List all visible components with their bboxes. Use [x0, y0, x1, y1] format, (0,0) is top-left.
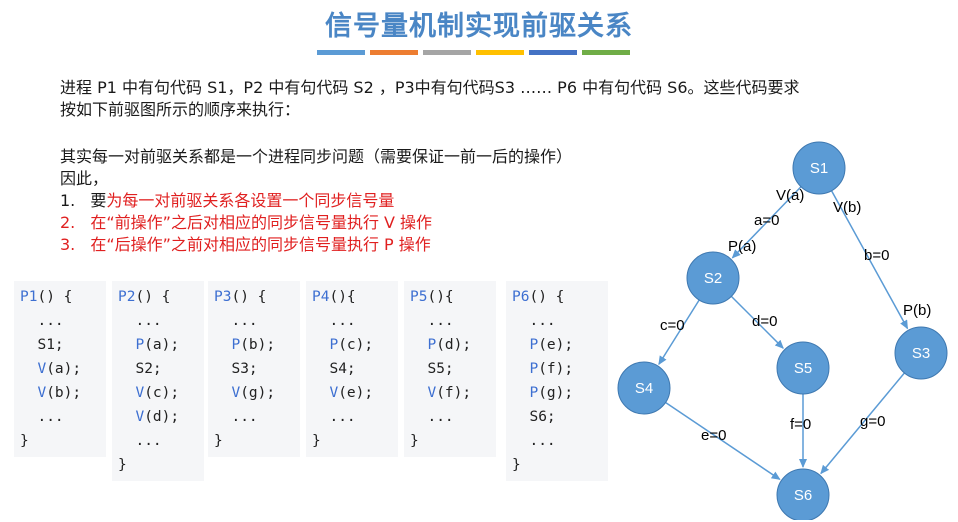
code-block-p1: P1() { ... S1; V(a); V(b); ...}	[14, 281, 106, 457]
code-block-p5: P5(){ ... P(d); S5; V(f); ...}	[404, 281, 496, 457]
edge-label-va: V(a)	[776, 187, 804, 204]
code-line: }	[118, 457, 127, 473]
code-line: V(e);	[329, 385, 374, 401]
code-line: ...	[410, 313, 454, 329]
node-s2	[686, 251, 740, 305]
code-line: ...	[512, 433, 556, 449]
edge-s2-s5	[730, 295, 784, 349]
edge-label-f0: f=0	[790, 416, 811, 433]
list-item-2: 2. 在“前操作”之后对相应的同步信号量执行 V 操作	[60, 213, 433, 232]
code-line: P6() {	[512, 289, 565, 305]
code-line: ...	[214, 409, 258, 425]
code-line: ...	[20, 313, 64, 329]
code-line: P3() {	[214, 289, 267, 305]
node-label-s1: S1	[810, 160, 828, 177]
explain-line-2: 因此，	[60, 169, 109, 188]
title-underline-bars	[317, 50, 630, 55]
list-item-3: 3. 在“后操作”之前对相应的同步信号量执行 P 操作	[60, 235, 431, 254]
edge-label-c0: c=0	[660, 317, 685, 334]
code-line: V(f);	[427, 385, 472, 401]
code-line: V(d);	[135, 409, 180, 425]
code-line: S5;	[410, 361, 454, 377]
edge-label-vb: V(b)	[833, 199, 861, 216]
code-line: V(a);	[37, 361, 82, 377]
edge-label-e0: e=0	[701, 427, 726, 444]
code-line: S6;	[512, 409, 556, 425]
edge-label-pa: P(a)	[728, 238, 756, 255]
code-line: ...	[512, 313, 556, 329]
code-block-p6: P6() { ... P(e); P(f); P(g); S6; ...}	[506, 281, 608, 481]
code-block-p2: P2() { ... P(a); S2; V(c); V(d); ...}	[112, 281, 204, 481]
node-s3	[894, 326, 948, 380]
code-line: ...	[410, 409, 454, 425]
code-line: S2;	[118, 361, 162, 377]
edge-label-d0: d=0	[752, 313, 777, 330]
node-label-s5: S5	[794, 360, 812, 377]
node-label-s4: S4	[635, 380, 653, 397]
edge-s1-s3	[830, 190, 909, 330]
code-line: V(b);	[37, 385, 82, 401]
edge-label-pb: P(b)	[903, 302, 931, 319]
code-line: P(b);	[231, 337, 276, 353]
edge-s3-s6	[820, 372, 905, 475]
code-line: P(e);	[529, 337, 574, 353]
node-label-s3: S3	[912, 345, 930, 362]
code-line: P(c);	[329, 337, 374, 353]
edge-label-a0: a=0	[754, 212, 779, 229]
edge-label-b0: b=0	[864, 247, 889, 264]
color-bar	[582, 50, 630, 55]
code-line: }	[410, 433, 419, 449]
list-item-1: 1. 要为每一对前驱关系各设置一个同步信号量	[60, 191, 395, 210]
node-label-s6: S6	[794, 487, 812, 504]
code-line: }	[20, 433, 29, 449]
node-s5	[776, 341, 830, 395]
code-line: S1;	[20, 337, 64, 353]
edge-label-g0: g=0	[860, 413, 885, 430]
edge-s2-s4	[658, 299, 700, 366]
code-line: P(d);	[427, 337, 472, 353]
code-line: }	[312, 433, 321, 449]
node-s1	[792, 141, 846, 195]
code-line: P5(){	[410, 289, 454, 305]
intro-line-2: 按如下前驱图所示的顺序来执行：	[60, 100, 301, 119]
explain-paragraph: 其实每一对前驱关系都是一个进程同步问题（需要保证一前一后的操作） 因此， 1. …	[60, 146, 760, 256]
code-line: ...	[20, 409, 64, 425]
node-s6	[776, 468, 830, 520]
page-title: 信号量机制实现前驱关系	[325, 11, 633, 42]
code-line: }	[512, 457, 521, 473]
color-bar	[476, 50, 524, 55]
code-line: ...	[214, 313, 258, 329]
node-label-s2: S2	[704, 270, 722, 287]
code-line: S4;	[312, 361, 356, 377]
edge-s4-s6	[665, 401, 781, 480]
color-bar	[423, 50, 471, 55]
code-line: S3;	[214, 361, 258, 377]
color-bar	[317, 50, 365, 55]
edge-s1-s2	[731, 186, 802, 259]
code-line: }	[214, 433, 223, 449]
code-line: P1() {	[20, 289, 73, 305]
code-block-p4: P4(){ ... P(c); S4; V(e); ...}	[306, 281, 398, 457]
code-line: ...	[312, 313, 356, 329]
code-line: P4(){	[312, 289, 356, 305]
code-line: P(f);	[529, 361, 574, 377]
explain-line-1: 其实每一对前驱关系都是一个进程同步问题（需要保证一前一后的操作）	[60, 147, 573, 166]
code-line: V(g);	[231, 385, 276, 401]
code-line: ...	[312, 409, 356, 425]
code-line: P(a);	[135, 337, 180, 353]
color-bar	[529, 50, 577, 55]
code-block-p3: P3() { ... P(b); S3; V(g); ...}	[208, 281, 300, 457]
intro-paragraph: 进程 P1 中有句代码 S1，P2 中有句代码 S2 ，P3中有句代码S3 ………	[60, 77, 900, 121]
code-line: P2() {	[118, 289, 171, 305]
node-s4	[617, 361, 671, 415]
code-line: P(g);	[529, 385, 574, 401]
code-line: V(c);	[135, 385, 180, 401]
code-line: ...	[118, 313, 162, 329]
intro-line-1: 进程 P1 中有句代码 S1，P2 中有句代码 S2 ，P3中有句代码S3 ………	[60, 78, 800, 97]
code-line: ...	[118, 433, 162, 449]
color-bar	[370, 50, 418, 55]
